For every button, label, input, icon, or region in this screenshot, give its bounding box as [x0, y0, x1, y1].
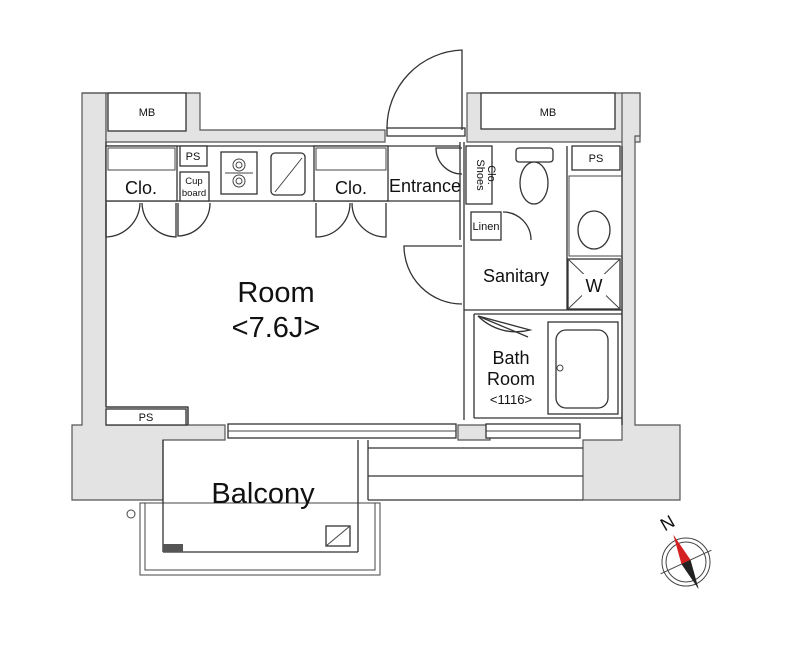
- shoes-line2: Clo.: [485, 165, 497, 185]
- entrance-label: Entrance: [389, 176, 461, 196]
- sanitary-door: [403, 245, 463, 305]
- ps-right-label: PS: [589, 153, 604, 165]
- closet-left: Clo.: [105, 145, 178, 238]
- entrance-door: [386, 49, 463, 130]
- cupboard: Cup board: [177, 171, 211, 237]
- shoes-line1: Shoes: [474, 159, 486, 191]
- balcony-label: Balcony: [211, 478, 315, 510]
- ps-right-box: PS: [571, 145, 621, 171]
- ps-bottom-box: PS: [105, 408, 187, 426]
- bath-size: <1116>: [490, 392, 532, 407]
- mb-left-box: MB: [107, 92, 187, 132]
- room-label: Room: [237, 277, 314, 309]
- compass-needle-north: [673, 534, 691, 565]
- linen-label: Linen: [473, 221, 500, 233]
- linen-closet: Linen: [470, 211, 532, 241]
- ps-top-box: PS: [179, 145, 208, 167]
- wall-bottom-center: [457, 424, 491, 441]
- mb-right-box: MB: [480, 92, 616, 130]
- ps-top-label: PS: [186, 151, 201, 163]
- ps-bottom-label: PS: [139, 412, 154, 424]
- washer-label: W: [586, 276, 603, 296]
- bathtub-icon: [547, 321, 619, 415]
- sink-icon: [270, 152, 306, 196]
- compass-north-label: N: [657, 511, 678, 535]
- bath-door: [477, 315, 533, 333]
- cupboard-line1: Cup: [185, 176, 202, 187]
- closet-mid-label: Clo.: [335, 178, 367, 198]
- closet-left-label: Clo.: [125, 178, 157, 198]
- wall-right: [582, 92, 681, 501]
- closet-mid: Clo.: [313, 145, 389, 238]
- washer-icon: W: [567, 258, 621, 310]
- bath-line2: Room: [487, 369, 535, 389]
- interior-lines: [105, 127, 623, 439]
- mb-right-label: MB: [540, 107, 557, 119]
- bath-line1: Bath: [492, 348, 529, 368]
- room-size: <7.6J>: [232, 312, 321, 344]
- stove-icon: [220, 151, 258, 195]
- entrance-closet-door: [435, 147, 463, 175]
- mb-left-label: MB: [139, 107, 156, 119]
- washbasin-icon: [568, 175, 623, 257]
- balcony: [126, 440, 583, 576]
- cupboard-line2: board: [182, 188, 206, 199]
- toilet-icon: [515, 147, 554, 205]
- sanitary-label: Sanitary: [483, 266, 549, 286]
- shoes-closet: Shoes Clo.: [465, 145, 497, 205]
- compass-icon: N: [657, 511, 712, 590]
